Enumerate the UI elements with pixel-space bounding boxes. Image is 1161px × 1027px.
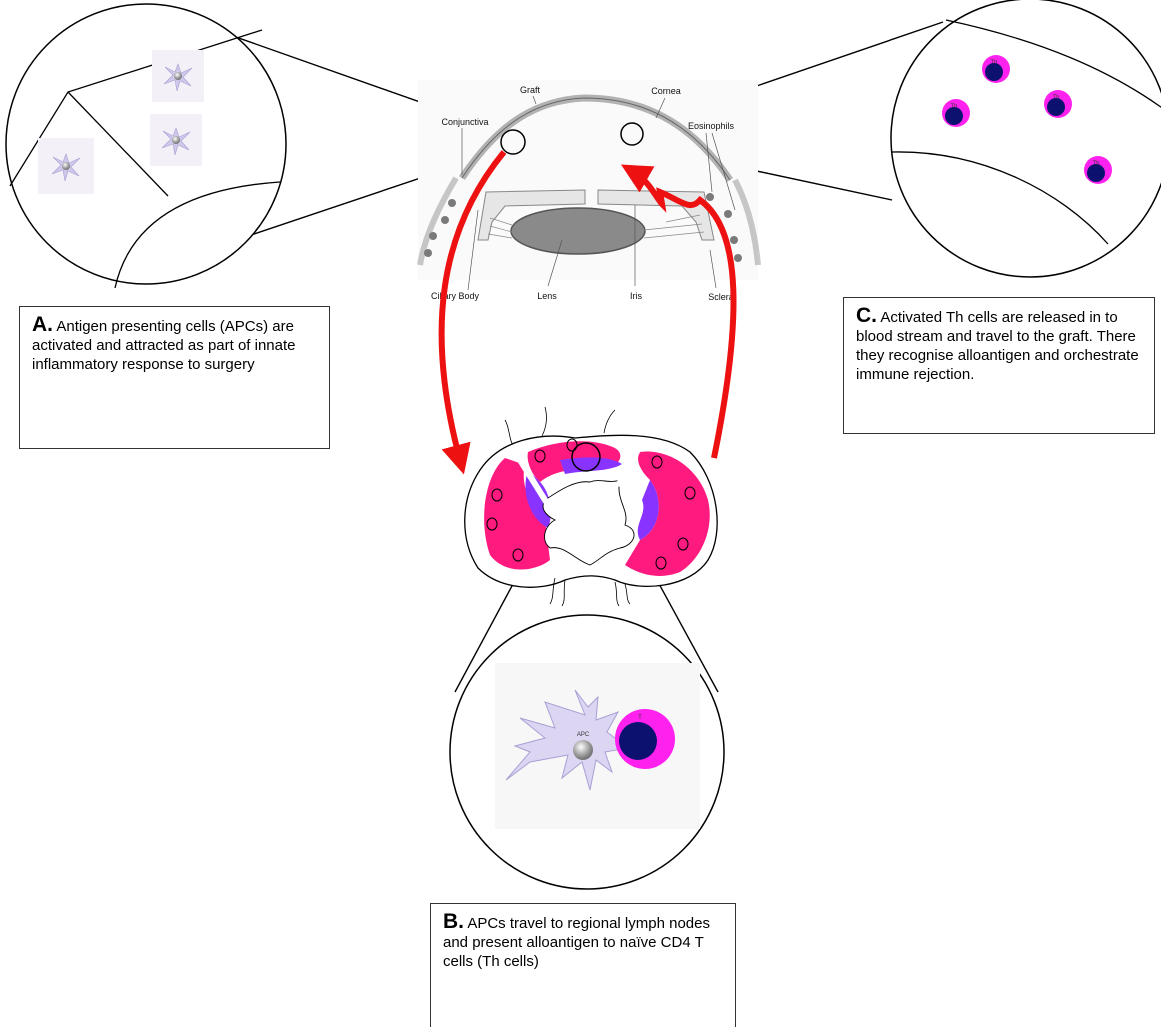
zoom-circle-antigen-presentation: APC T [450,615,724,889]
label-cornea: Cornea [651,86,681,96]
svg-text:Th: Th [1052,95,1059,101]
th-cell: Th [1044,90,1072,118]
zoom-circle-th-cells: Th Th Th Th [891,0,1161,277]
caption-text-c: Activated Th cells are released in to bl… [856,309,1139,383]
caption-letter-a: A. [32,313,53,336]
caption-box-a: A. Antigen presenting cells (APCs) are a… [19,306,330,449]
lens-shape [511,208,645,254]
label-graft: Graft [520,85,541,95]
label-iris: Iris [630,291,642,301]
caption-letter-b: B. [443,910,464,933]
apc-cell-small [38,138,94,194]
caption-text-a: Antigen presenting cells (APCs) are acti… [32,318,296,373]
th-cell: Th [942,99,970,127]
caption-box-c: C. Activated Th cells are released in to… [843,297,1155,434]
label-sclera: Sclera [708,292,734,302]
apc-cell-small [152,50,204,102]
eye-cross-section: Graft Cornea Conjunctiva Eosinophils Cil… [418,80,758,302]
svg-text:APC: APC [577,732,590,738]
svg-text:Th: Th [950,104,957,110]
label-ciliary-body: Ciliary Body [431,291,480,301]
t-cell-large: T [615,709,675,769]
lymph-node [465,407,717,606]
label-eosinophils: Eosinophils [688,121,735,131]
apc-cell-small [150,114,202,166]
caption-letter-c: C. [856,304,877,327]
svg-text:T: T [638,715,642,721]
label-conjunctiva: Conjunctiva [441,117,488,127]
zoom-circle-apc-activation [6,4,286,288]
th-cell: Th [982,55,1010,83]
svg-text:Th: Th [990,60,997,66]
svg-text:Th: Th [1092,161,1099,167]
caption-box-b: B. APCs travel to regional lymph nodes a… [430,903,736,1027]
caption-text-b: APCs travel to regional lymph nodes and … [443,915,710,970]
label-lens: Lens [537,291,557,301]
th-cell: Th [1084,156,1112,184]
